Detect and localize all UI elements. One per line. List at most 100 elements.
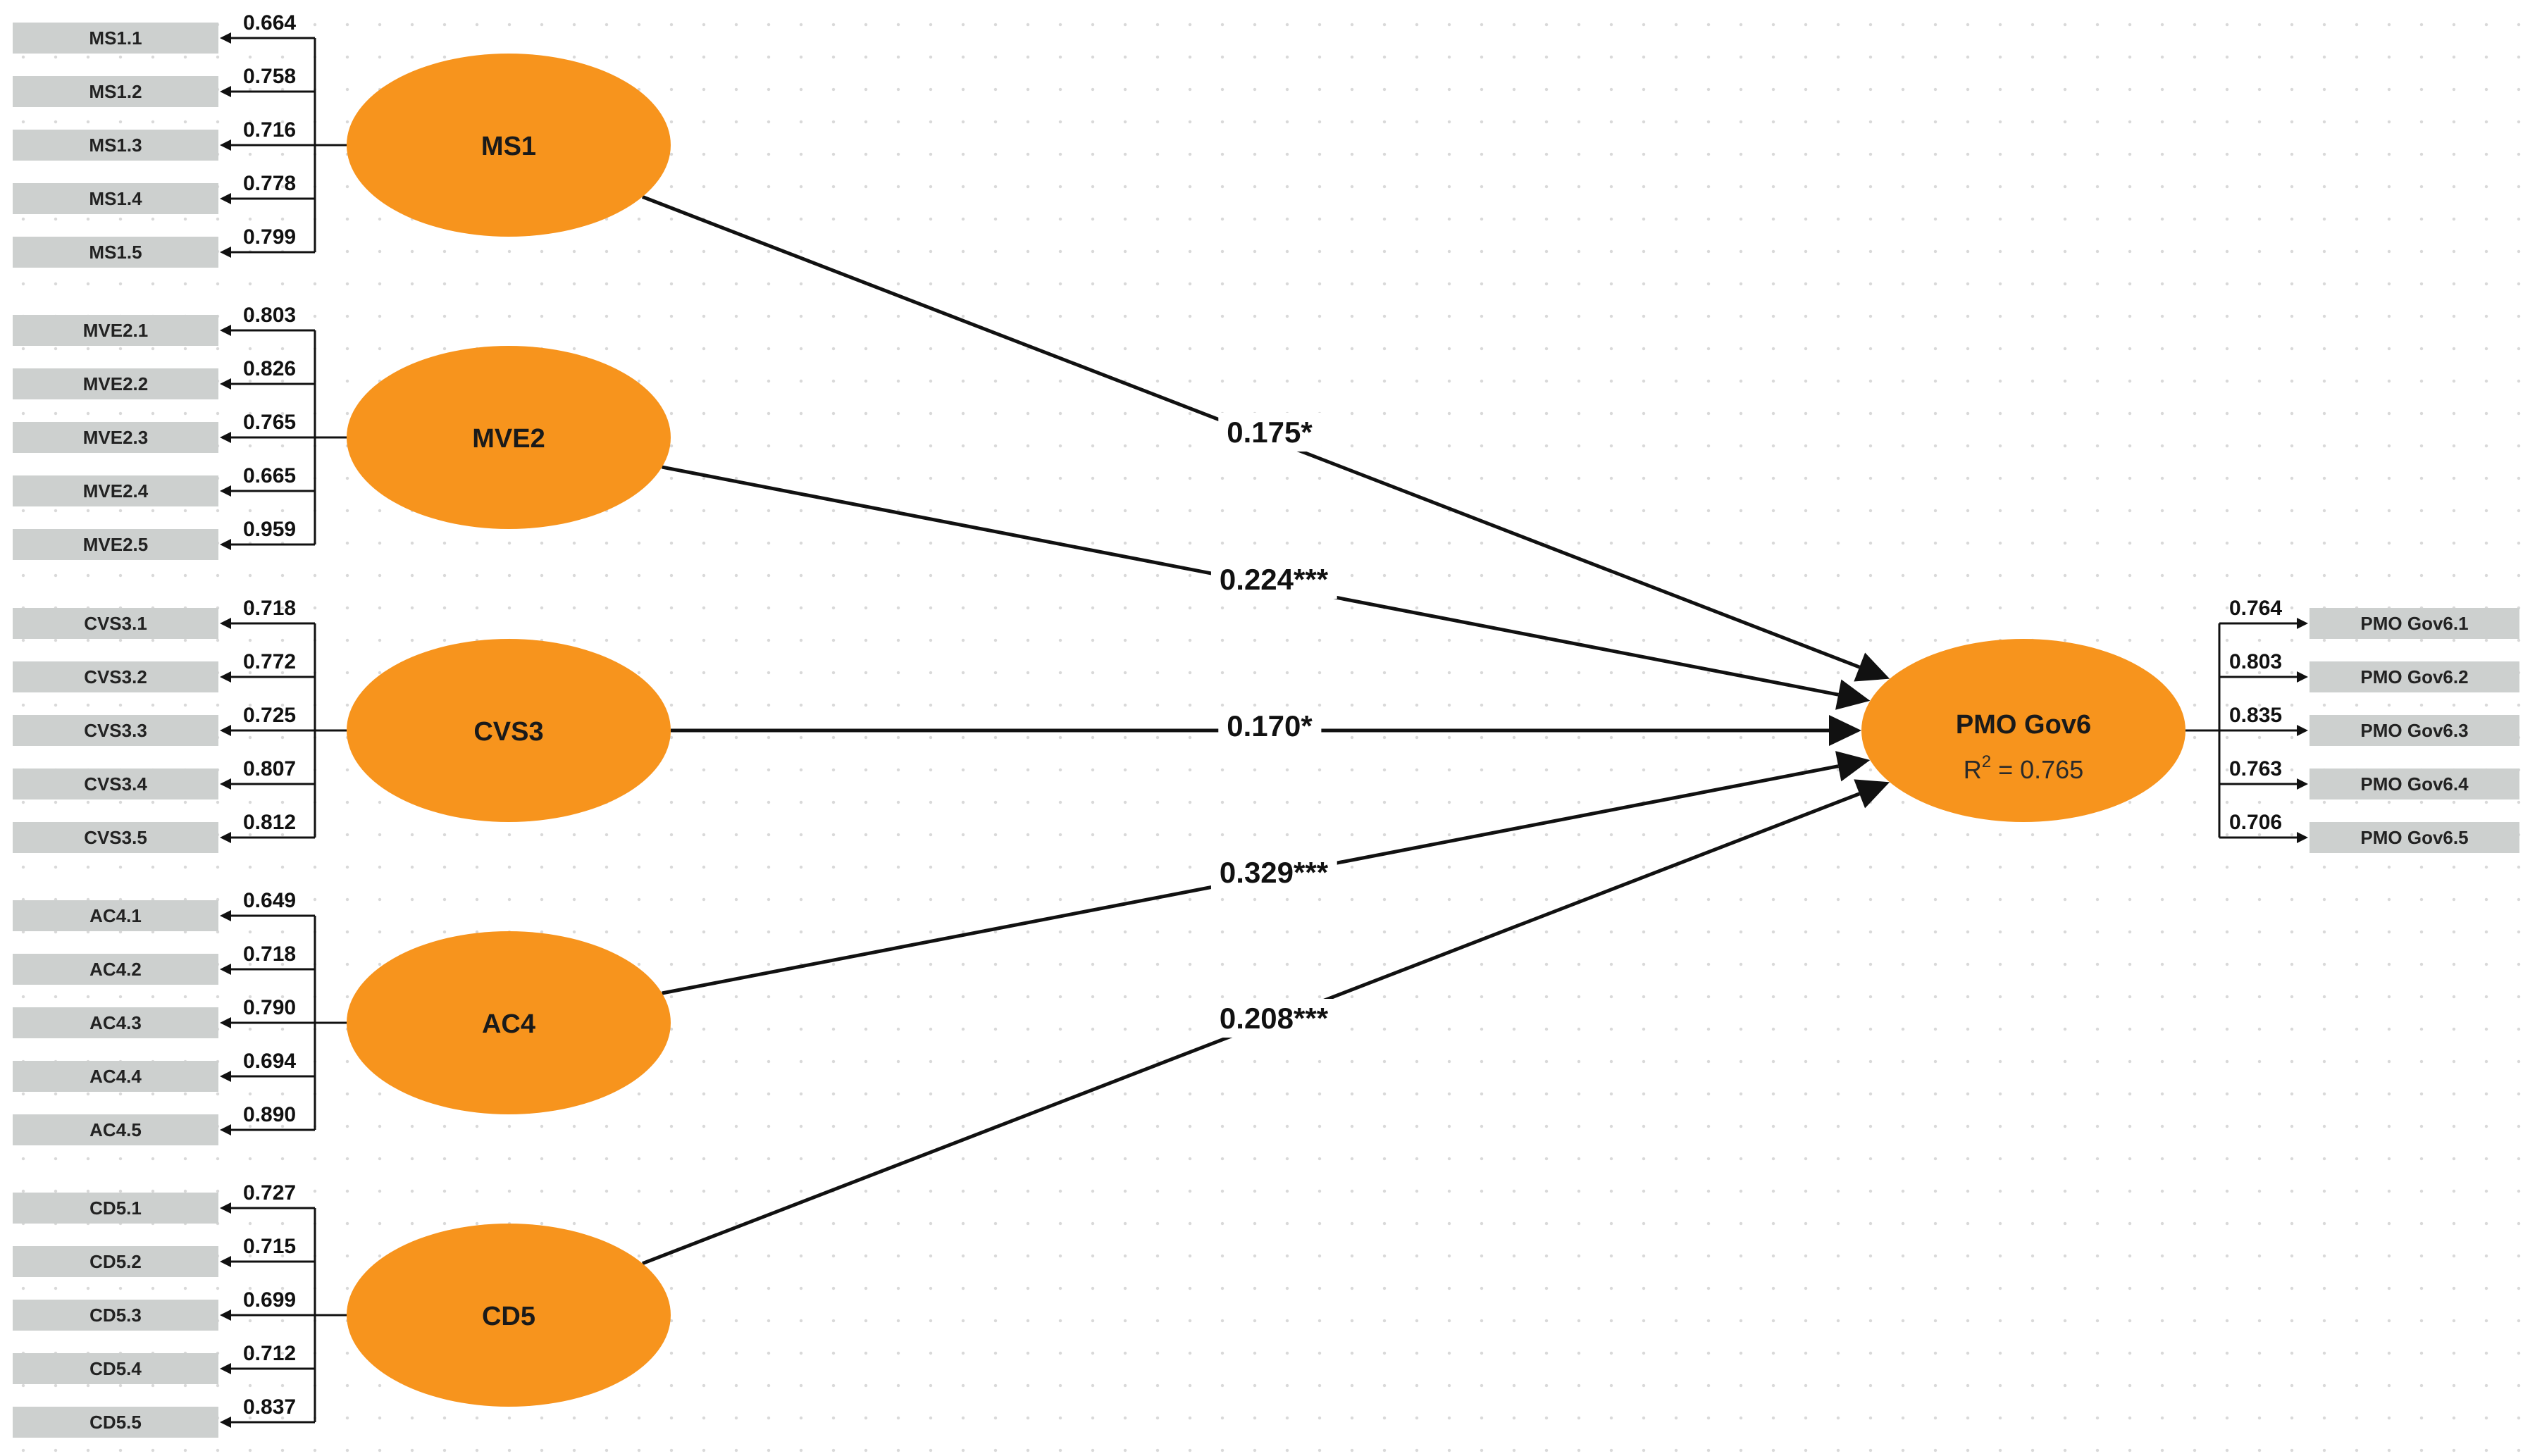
indicator-label: AC4.2 <box>89 959 142 980</box>
indicator-box[interactable] <box>13 608 218 639</box>
indicator-row: CD5.20.715 <box>13 1235 315 1277</box>
loading-value: 0.812 <box>243 811 296 834</box>
indicator-row: CVS3.30.725 <box>13 704 315 746</box>
indicator-box[interactable] <box>13 368 218 399</box>
loading-arrowhead <box>220 618 231 629</box>
indicator-label: CVS3.2 <box>84 666 147 687</box>
loading-arrowhead <box>220 725 231 736</box>
indicator-row: CVS3.10.718 <box>13 597 315 639</box>
indicator-box[interactable] <box>13 769 218 799</box>
indicator-box[interactable] <box>13 1353 218 1384</box>
indicator-box[interactable] <box>13 1114 218 1145</box>
indicator-box[interactable] <box>13 23 218 54</box>
loading-arrowhead <box>220 1363 231 1374</box>
indicator-row: CD5.50.837 <box>13 1395 315 1438</box>
indicator-box[interactable] <box>13 822 218 853</box>
indicator-box[interactable] <box>2310 715 2519 746</box>
construct-cd5[interactable] <box>347 1224 671 1407</box>
indicator-box[interactable] <box>13 661 218 692</box>
construct-mve2[interactable] <box>347 346 671 529</box>
indicator-box[interactable] <box>13 1061 218 1092</box>
path-arrowhead <box>1854 652 1890 682</box>
indicator-box[interactable] <box>13 1407 218 1438</box>
r-squared-value: = 0.765 <box>1991 755 2083 784</box>
r-squared: R2 = 0.765 <box>1964 752 2083 784</box>
indicator-box[interactable] <box>13 76 218 107</box>
indicator-box[interactable] <box>13 475 218 506</box>
loading-arrowhead <box>220 778 231 790</box>
loading-arrowhead <box>220 539 231 550</box>
construct-ac4[interactable] <box>347 931 671 1114</box>
path-coefficient: 0.170* <box>1227 709 1313 742</box>
loading-arrowhead <box>220 193 231 204</box>
indicator-row: PMO Gov6.30.835 <box>2219 704 2519 746</box>
path-arrowhead <box>1854 779 1890 809</box>
indicator-box[interactable] <box>13 422 218 453</box>
indicator-row: MVE2.30.765 <box>13 411 315 453</box>
construct-block-mve2: MVE2.10.803MVE2.20.826MVE2.30.765MVE2.40… <box>13 304 671 560</box>
loading-arrowhead <box>220 86 231 97</box>
loading-value: 0.716 <box>243 118 296 142</box>
indicator-box[interactable] <box>2310 608 2519 639</box>
indicator-box[interactable] <box>13 183 218 214</box>
indicator-row: MS1.50.799 <box>13 225 315 268</box>
loading-arrowhead <box>220 247 231 258</box>
loading-arrowhead <box>220 832 231 843</box>
loading-value: 0.778 <box>243 172 296 195</box>
indicator-box[interactable] <box>2310 661 2519 692</box>
loading-value: 0.764 <box>2229 597 2282 620</box>
loading-value: 0.763 <box>2229 757 2282 780</box>
path-coefficient-bg <box>1218 707 1322 745</box>
path-coefficient: 0.329*** <box>1220 856 1329 889</box>
indicator-label: MVE2.5 <box>83 534 149 555</box>
r-squared-symbol: R <box>1964 755 1982 784</box>
construct-label: MS1 <box>481 132 536 161</box>
indicator-row: AC4.30.790 <box>13 996 315 1038</box>
loading-value: 0.790 <box>243 996 296 1019</box>
indicator-box[interactable] <box>13 1300 218 1331</box>
indicator-label: CVS3.4 <box>84 773 147 795</box>
path-cd5-to-pmo-gov6: 0.208*** <box>642 779 1890 1266</box>
indicator-box[interactable] <box>2310 769 2519 799</box>
indicator-label: MS1.5 <box>89 242 142 263</box>
loading-value: 0.959 <box>243 518 296 541</box>
indicator-box[interactable] <box>13 715 218 746</box>
indicator-box[interactable] <box>13 315 218 346</box>
construct-pmo-gov6[interactable] <box>1861 639 2186 822</box>
indicator-box[interactable] <box>13 529 218 560</box>
loading-arrowhead <box>220 1124 231 1135</box>
loading-value: 0.826 <box>243 357 296 380</box>
construct-cvs3[interactable] <box>347 639 671 822</box>
loading-arrowhead <box>220 671 231 683</box>
indicator-box[interactable] <box>13 1193 218 1224</box>
construct-ms1[interactable] <box>347 54 671 237</box>
indicator-row: MS1.40.778 <box>13 172 315 214</box>
indicator-label: AC4.1 <box>89 905 142 926</box>
indicator-row: MVE2.10.803 <box>13 304 315 346</box>
path-coefficient-bg <box>1210 853 1337 892</box>
indicator-box[interactable] <box>2310 822 2519 853</box>
indicator-box[interactable] <box>13 237 218 268</box>
loading-value: 0.706 <box>2229 811 2282 834</box>
indicator-label: CD5.4 <box>89 1358 142 1379</box>
indicator-box[interactable] <box>13 954 218 985</box>
indicator-label: CD5.3 <box>89 1305 142 1326</box>
indicator-label: CVS3.1 <box>84 613 147 634</box>
indicator-box[interactable] <box>13 900 218 931</box>
loading-value: 0.758 <box>243 65 296 88</box>
loading-arrowhead <box>220 325 231 336</box>
indicator-box[interactable] <box>13 1007 218 1038</box>
path-arrowhead <box>1835 679 1871 710</box>
indicator-box[interactable] <box>13 1246 218 1277</box>
indicator-row: MVE2.5 0.959 <box>13 518 315 560</box>
loading-arrowhead <box>2297 832 2308 843</box>
indicator-row: PMO Gov6.10.764 <box>2219 597 2519 639</box>
loading-arrowhead <box>220 32 231 44</box>
path-coefficient-bg <box>1218 413 1322 452</box>
path-coefficient-bg <box>1210 560 1337 599</box>
loading-arrowhead <box>220 1202 231 1214</box>
loading-value: 0.835 <box>2229 704 2282 727</box>
indicator-box[interactable] <box>13 130 218 161</box>
loading-arrowhead <box>220 1256 231 1267</box>
